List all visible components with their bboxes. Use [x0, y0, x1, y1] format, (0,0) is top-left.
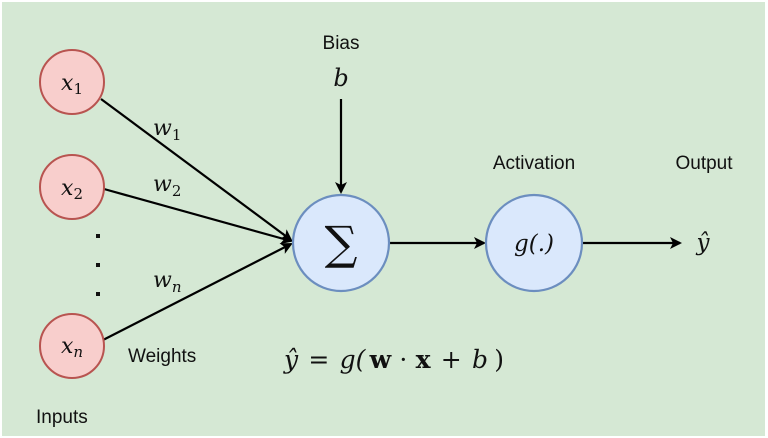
- input-node-xn: xn: [39, 313, 105, 379]
- inputs-label: Inputs: [36, 407, 88, 428]
- weight-wn-var: w: [153, 268, 172, 293]
- input-xn-sub: n: [73, 343, 83, 361]
- eq-g: g(: [340, 345, 367, 374]
- activation-label: Activation: [493, 153, 575, 174]
- weights-label: Weights: [128, 346, 196, 367]
- eq-x: x: [416, 345, 432, 374]
- weight-w1: w1: [153, 116, 181, 144]
- input-node-x1: x1: [39, 49, 105, 115]
- eq-dot: ·: [399, 345, 407, 374]
- svg-text:xn: xn: [61, 334, 83, 361]
- eq-close: ): [494, 345, 504, 374]
- eq-plus: +: [441, 345, 462, 374]
- perceptron-equation: ŷ = g( w · x + b ): [283, 345, 504, 374]
- svg-text:x1: x1: [61, 71, 83, 98]
- ellipsis-dots: [96, 234, 100, 296]
- weight-w2: w2: [153, 172, 181, 200]
- weight-wn-sub: n: [172, 278, 182, 296]
- input-x1-var: x: [61, 71, 74, 96]
- weight-w2-var: w: [153, 172, 172, 197]
- weight-w1-sub: 1: [172, 126, 182, 144]
- input-xn-var: x: [61, 334, 74, 359]
- bias-label: Bias: [323, 33, 360, 54]
- ellipsis-dot: [96, 292, 100, 296]
- input-x1-sub: 1: [73, 80, 83, 98]
- eq-w: w: [369, 345, 393, 374]
- input-x2-var: x: [61, 176, 74, 201]
- sum-node: ∑: [291, 193, 391, 293]
- eq-equals: =: [308, 345, 329, 374]
- input-node-x2: x2: [39, 154, 105, 220]
- output-label: Output: [675, 153, 733, 174]
- input-x2-sub: 2: [73, 185, 83, 203]
- activation-node: g(.): [484, 193, 584, 293]
- ellipsis-dot: [96, 234, 100, 238]
- edge-x1-to-sum: [100, 98, 293, 242]
- sum-symbol: ∑: [325, 216, 358, 270]
- weight-wn: wn: [153, 268, 182, 296]
- eq-yhat: ŷ: [283, 345, 299, 374]
- output-symbol: ŷ: [696, 230, 711, 256]
- ellipsis-dot: [96, 263, 100, 267]
- activation-symbol: g(.): [514, 231, 554, 257]
- weight-w2-sub: 2: [172, 182, 182, 200]
- edge-xn-to-sum: [102, 243, 293, 341]
- bias-symbol: b: [333, 64, 348, 92]
- svg-text:x2: x2: [61, 176, 83, 203]
- eq-b: b: [472, 345, 488, 374]
- weight-w1-var: w: [153, 116, 172, 141]
- edge-x2-to-sum: [103, 187, 293, 245]
